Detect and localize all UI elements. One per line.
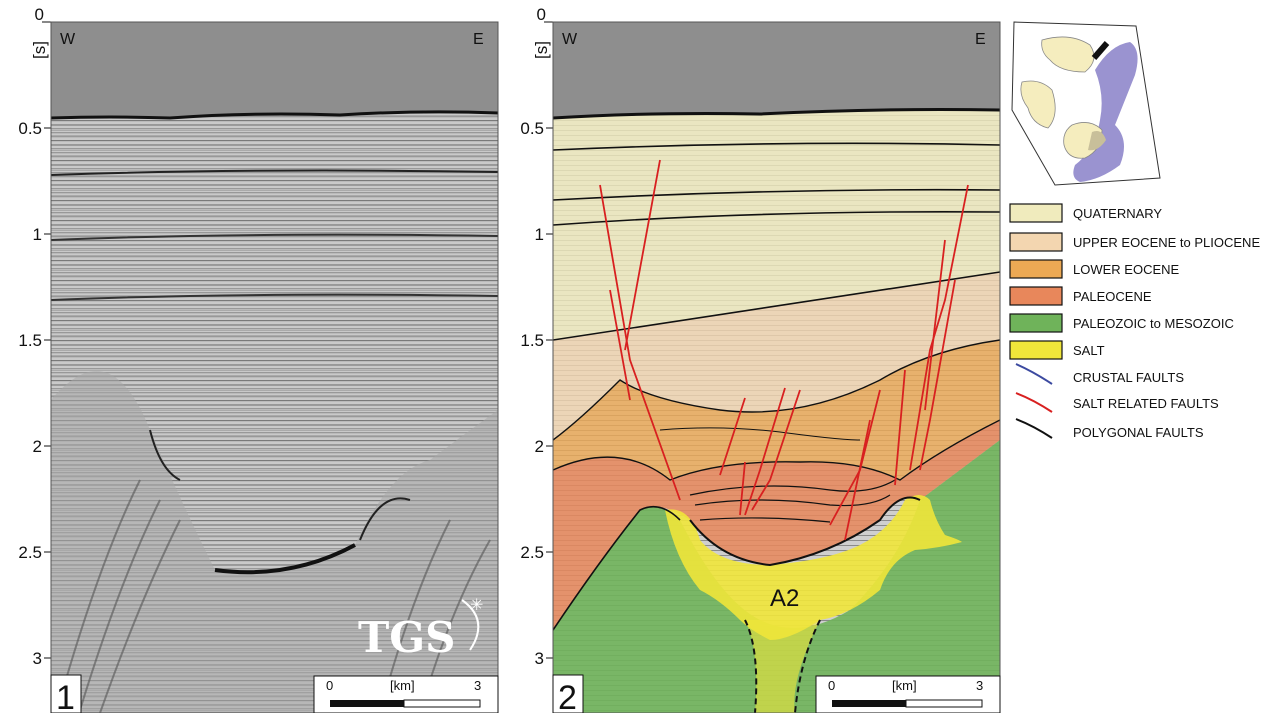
legend-label: UPPER EOCENE to PLIOCENE (1073, 235, 1260, 250)
panel-2-number: 2 (558, 679, 577, 713)
legend-swatch (1009, 313, 1063, 333)
legend-swatch (1009, 232, 1063, 252)
tick-label: 2.5 (520, 543, 544, 562)
legend-label: CRUSTAL FAULTS (1073, 370, 1184, 385)
scale-start-label: 0 (326, 678, 333, 693)
unit-paleozoic-mesozoic (553, 440, 1000, 713)
time-axis-left: [s] 0 0.5 1 1.5 2 2.5 3 (18, 5, 51, 668)
legend-label: PALEOZOIC to MESOZOIC (1073, 316, 1234, 331)
legend: QUATERNARY UPPER EOCENE to PLIOCENE LOWE… (1009, 203, 1260, 440)
tick-label: 0.5 (520, 119, 544, 138)
tgs-logo: TGS (358, 613, 455, 662)
panel-2-west-label: W (562, 31, 578, 48)
tick-label: 1 (535, 225, 544, 244)
tick-label: 2.5 (18, 543, 42, 562)
time-unit-label: [s] (30, 41, 49, 59)
legend-label: QUATERNARY (1073, 206, 1162, 221)
legend-swatch (1009, 259, 1063, 279)
unit-paleocene (553, 420, 1000, 630)
panel-1-number-box: 1 (50, 674, 82, 713)
panel-2-number-box: 2 (552, 674, 584, 713)
panel-2-scale-bar: 0 [km] 3 (815, 675, 1001, 713)
polygonal-fault-icon (1015, 418, 1053, 439)
water-column (553, 22, 1000, 118)
seabed-reflector (51, 22, 498, 118)
time-axis-right: [s] 0 0.5 1 1.5 2 2.5 3 (520, 5, 553, 668)
scale-start-label: 0 (828, 678, 835, 693)
salt-related-faults (599, 159, 969, 541)
panel-2-interpreted-section: A2 (553, 22, 1000, 713)
tick-label: 0 (537, 5, 546, 24)
legend-swatch (1009, 286, 1063, 306)
crustal-fault-icon (1015, 363, 1053, 385)
salt-fault-icon (1015, 392, 1053, 413)
legend-label: SALT (1073, 343, 1105, 358)
tick-label: 2 (535, 437, 544, 456)
panel-2-east-label: E (975, 31, 986, 48)
tick-label: 0.5 (18, 119, 42, 138)
logo-swoosh (461, 599, 480, 651)
unit-upper-eocene-pliocene (553, 272, 1000, 440)
scale-unit-label: [km] (390, 678, 415, 693)
tick-label: 3 (33, 649, 42, 668)
tick-label: 1.5 (520, 331, 544, 350)
panel-1-scale-bar: 0 [km] 3 (313, 675, 499, 713)
time-unit-label: [s] (532, 41, 551, 59)
legend-label: POLYGONAL FAULTS (1073, 425, 1204, 440)
panel-1-west-label: W (60, 31, 76, 48)
unit-lower-eocene (553, 340, 1000, 480)
legend-label: SALT RELATED FAULTS (1073, 396, 1219, 411)
scale-end-label: 3 (474, 678, 481, 693)
tick-label: 1 (33, 225, 42, 244)
tick-label: 2 (33, 437, 42, 456)
scale-unit-label: [km] (892, 678, 917, 693)
legend-swatch (1009, 340, 1063, 360)
panel-1-seismic-section: TGS ✳ (51, 22, 498, 713)
legend-label: LOWER EOCENE (1073, 262, 1180, 277)
panel-1-east-label: E (473, 31, 484, 48)
logo-star-icon: ✳ (470, 595, 483, 614)
tick-label: 3 (535, 649, 544, 668)
locator-map (1011, 21, 1161, 186)
salt-body-a2 (665, 495, 962, 640)
legend-swatch (1009, 203, 1063, 223)
unit-quaternary (553, 109, 1000, 340)
salt-stem (745, 620, 820, 713)
panel-1-number: 1 (56, 679, 75, 713)
legend-label: PALEOCENE (1073, 289, 1152, 304)
scale-end-label: 3 (976, 678, 983, 693)
tick-label: 1.5 (18, 331, 42, 350)
tick-label: 0 (35, 5, 44, 24)
salt-body-label: A2 (770, 585, 799, 612)
